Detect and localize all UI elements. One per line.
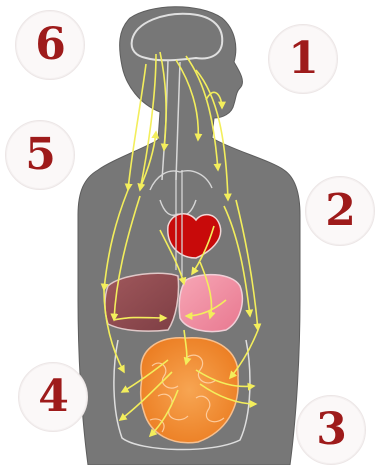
badge-3-label: 3: [297, 396, 365, 464]
number-badge-1: 1: [268, 24, 338, 94]
badge-6-label: 6: [16, 11, 84, 79]
number-badge-3: 3: [296, 395, 366, 465]
number-badge-5: 5: [5, 120, 75, 190]
badge-1-label: 1: [269, 25, 337, 93]
badge-5-label: 5: [6, 121, 74, 189]
number-badge-6: 6: [15, 10, 85, 80]
badge-4-label: 4: [19, 363, 87, 431]
number-badge-2: 2: [305, 176, 375, 246]
number-badge-4: 4: [18, 362, 88, 432]
badge-2-label: 2: [306, 177, 374, 245]
